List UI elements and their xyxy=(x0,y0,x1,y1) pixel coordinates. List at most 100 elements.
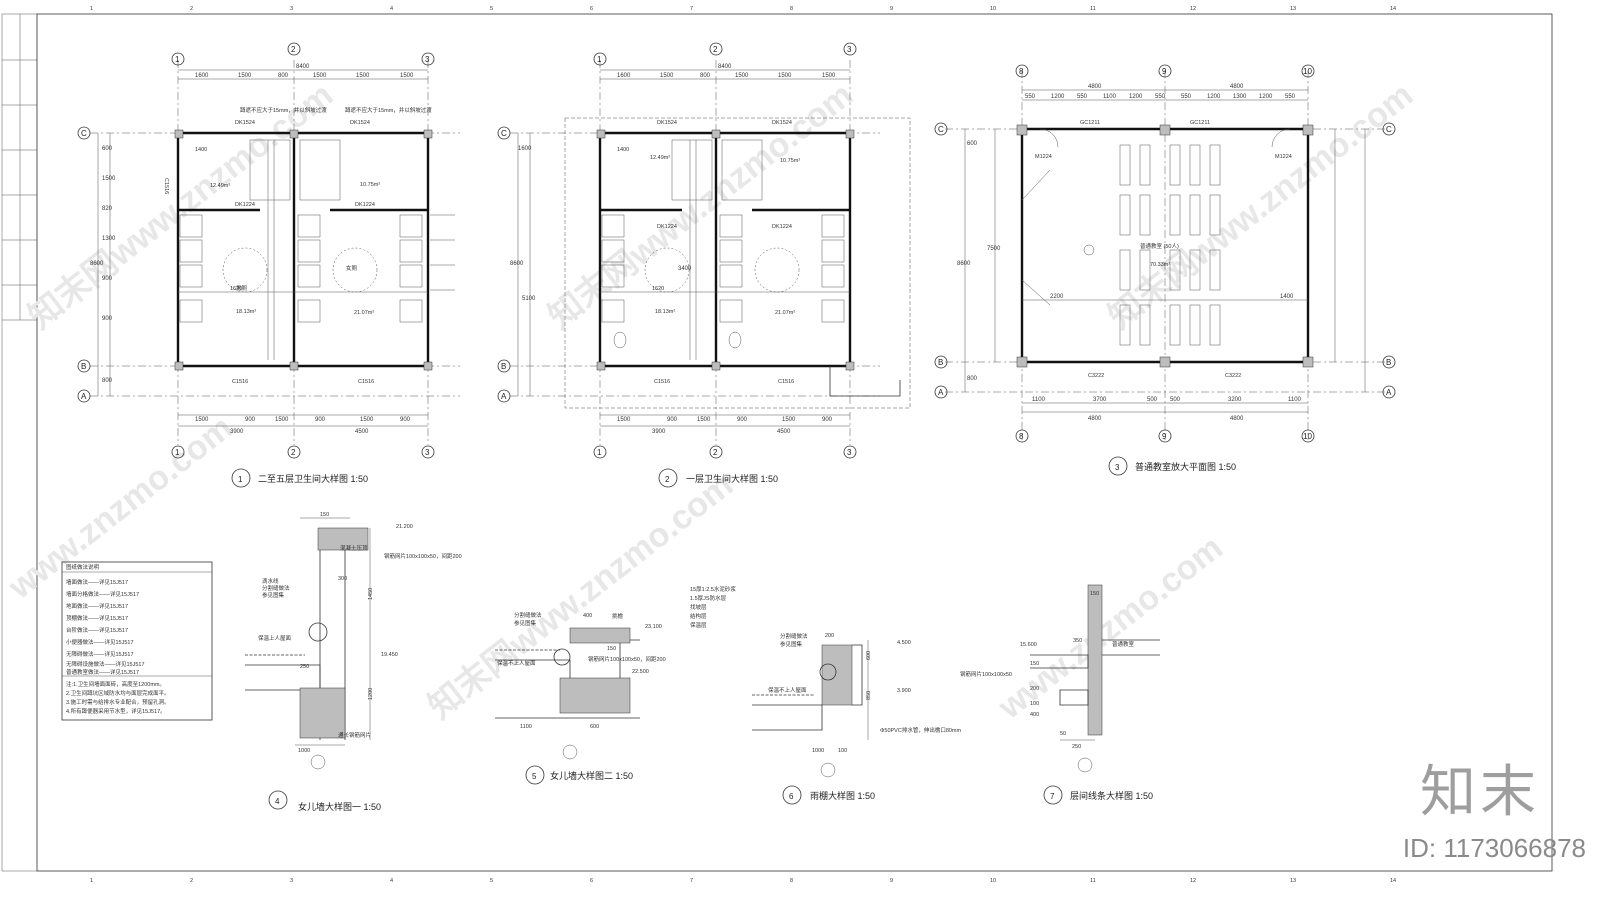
detail-number: 6 xyxy=(789,792,794,801)
dim-total: 8600 xyxy=(510,261,524,267)
dim-text: 1620 xyxy=(652,286,664,292)
room-label: DK1524 xyxy=(657,120,677,126)
grid-number: 7 xyxy=(690,878,693,884)
plan-1-restroom-2-5f: 1 2 3 1 2 3 C B A 1600 1500 800 1500 150… xyxy=(77,42,460,488)
note-text: 参见图集 xyxy=(262,591,285,599)
area-label: 10.75m² xyxy=(360,182,380,188)
grid-number: 8 xyxy=(790,878,793,884)
detail-number: 1 xyxy=(238,475,243,484)
grid-number: 5 xyxy=(490,878,493,884)
dim-total: 3900 xyxy=(230,429,244,435)
dim-text: 900 xyxy=(822,417,833,423)
dim-text: 1500 xyxy=(782,417,796,423)
dim-text: 1500 xyxy=(697,417,711,423)
note-text: 混凝土压顶 xyxy=(340,544,368,552)
grid-number: 1 xyxy=(90,878,93,884)
detail-number: 7 xyxy=(1050,792,1055,801)
dim-text: 1100 xyxy=(1032,397,1046,403)
room-label: DK1524 xyxy=(235,120,255,126)
dim-text: 1200 xyxy=(1051,94,1065,100)
dim-text: 150 xyxy=(1030,661,1039,667)
window-label: GC1211 xyxy=(1190,120,1210,126)
table-row: 墙面做法——详见15J517 xyxy=(66,578,128,586)
grid-number: 14 xyxy=(1390,6,1396,12)
axis-label: C xyxy=(938,125,944,134)
grid-number: 13 xyxy=(1290,6,1296,12)
grid-number: 7 xyxy=(690,6,693,12)
detail-5-parapet-2: 23.100 22.500 400 挑檐 保温不上人屋面 钢筋网片100x100… xyxy=(495,611,666,785)
dim-text: 900 xyxy=(667,417,678,423)
dim-text: 1600 xyxy=(195,73,209,79)
note-text: 分割缝做法 xyxy=(262,584,290,592)
watermark: 知末网www.znzmo.com xyxy=(22,76,341,337)
room-label: DK1224 xyxy=(355,202,375,208)
note-text: 钢筋网片100x100x50，间距200 xyxy=(384,552,462,560)
dim-text: 300 xyxy=(338,576,347,582)
elevation: 21.200 xyxy=(396,524,413,530)
grid-number: 2 xyxy=(190,878,193,884)
elevation: 15.600 xyxy=(1020,642,1037,648)
note-text: 15厚1:2.5水泥砂浆 xyxy=(690,585,736,593)
note-text: 保温不上人屋面 xyxy=(768,686,807,694)
dim-text: 1100 xyxy=(1103,94,1117,100)
room-label: C1516 xyxy=(232,379,248,385)
room-label: 男厕 xyxy=(236,285,248,292)
dim-text: 550 xyxy=(1155,94,1166,100)
grid-number: 9 xyxy=(890,6,893,12)
dim-total: 4800 xyxy=(1230,416,1244,422)
grid-number: 8 xyxy=(790,6,793,12)
dim-text: 1400 xyxy=(1280,294,1294,300)
dim-text: 350 xyxy=(1073,638,1082,644)
dim-text: 100 xyxy=(838,748,847,754)
dim-total: 4800 xyxy=(1088,84,1102,90)
axis-label: 8 xyxy=(1019,432,1024,441)
dim-text: 1500 xyxy=(660,73,674,79)
grid-number: 6 xyxy=(590,878,593,884)
table-row: 普通教室做法——详见15J517 xyxy=(66,668,139,676)
room-label: 女厕 xyxy=(346,264,358,272)
grid-number: 11 xyxy=(1090,6,1096,12)
grid-number: 9 xyxy=(890,878,893,884)
grid-number: 10 xyxy=(990,6,996,12)
area-label: 12.49m² xyxy=(650,155,670,161)
axis-label: 1 xyxy=(175,55,180,64)
grid-number: 4 xyxy=(390,878,393,884)
dim-total: 4500 xyxy=(355,429,369,435)
dim-text: 1500 xyxy=(238,73,252,79)
grid-number: 14 xyxy=(1390,878,1396,884)
table-row: 台阶做法——详见15J517 xyxy=(66,626,128,634)
axis-label: 8 xyxy=(1019,67,1024,76)
dim-total: 8600 xyxy=(90,261,104,267)
dim-text: 500 xyxy=(1147,397,1158,403)
dim-text: 1400 xyxy=(195,147,207,153)
grid-number: 10 xyxy=(990,878,996,884)
elevation: 3.900 xyxy=(897,688,911,694)
axis-label: 3 xyxy=(847,448,852,457)
grid-number: 2 xyxy=(190,6,193,12)
area-label: 12.49m² xyxy=(210,183,230,189)
dim-text: 400 xyxy=(1030,712,1039,718)
detail-number: 3 xyxy=(1115,463,1120,472)
dim-text: 250 xyxy=(300,664,309,670)
grid-number: 4 xyxy=(390,6,393,12)
dim-text: 800 xyxy=(967,376,978,382)
dim-text: 900 xyxy=(245,417,256,423)
drawing-title: 女儿墙大样图二 1:50 xyxy=(550,770,633,781)
dim-text: 1500 xyxy=(195,417,209,423)
dim-text: 1500 xyxy=(275,417,289,423)
room-label: C1516 xyxy=(654,379,670,385)
note-text: 钢筋网片100x100x50，间距200 xyxy=(588,655,666,663)
axis-label: 1 xyxy=(597,448,602,457)
note-text: 通长钢筋网片 xyxy=(338,731,371,739)
dim-text: 1200 xyxy=(368,688,374,700)
table-row: 地面做法——详见15J517 xyxy=(66,602,128,610)
note-text: 保温不上人屋面 xyxy=(497,659,536,667)
dim-text: 1450 xyxy=(368,588,374,600)
axis-label: B xyxy=(501,362,506,371)
axis-label: 1 xyxy=(175,448,180,457)
detail-4-parapet-1: 21.200 19.450 混凝土压顶 保温上人屋面 150 300 1450 … xyxy=(245,512,462,812)
axis-label: 10 xyxy=(1303,432,1312,441)
dim-text: 550 xyxy=(1285,94,1296,100)
footnote: 4.所有蹲便器采用节水型，详见15J517。 xyxy=(66,707,166,715)
